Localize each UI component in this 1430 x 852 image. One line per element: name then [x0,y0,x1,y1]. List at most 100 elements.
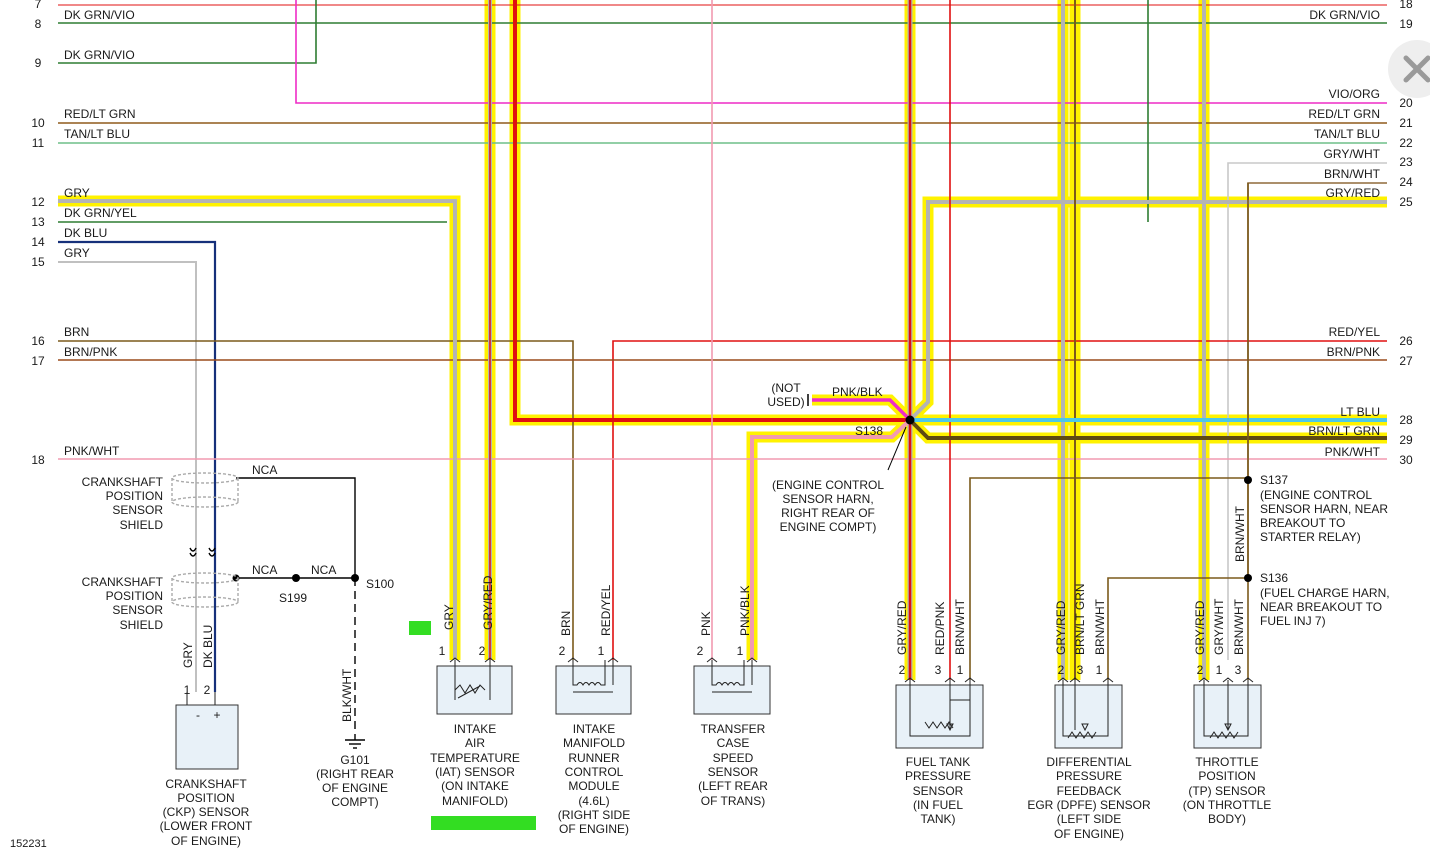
svg-text:12: 12 [31,195,45,209]
svg-text:PNK/BLK: PNK/BLK [832,385,883,399]
svg-text:(ENGINE CONTROL: (ENGINE CONTROL [772,478,884,492]
svg-text:SENSOR HARN,: SENSOR HARN, [782,492,873,506]
svg-text:(ON THROTTLE: (ON THROTTLE [1183,798,1271,812]
svg-text:15: 15 [31,255,45,269]
svg-text:(LEFT REAR: (LEFT REAR [698,779,768,793]
svg-text:1: 1 [1096,663,1103,677]
svg-text:2: 2 [559,644,566,658]
svg-text:2: 2 [1058,663,1065,677]
svg-text:14: 14 [31,235,45,249]
svg-text:11: 11 [32,136,45,150]
svg-text:29: 29 [1399,433,1413,447]
svg-text:(IAT) SENSOR: (IAT) SENSOR [435,765,515,779]
svg-text:(CKP) SENSOR: (CKP) SENSOR [163,805,250,819]
svg-text:RUNNER: RUNNER [568,751,620,765]
svg-text:S137: S137 [1260,473,1288,487]
splice-labels: S138 (ENGINE CONTROL SENSOR HARN, RIGHT … [279,424,1390,628]
right-row-numbers: 18 19 20 21 22 23 24 25 26 27 28 29 30 [1399,0,1413,467]
svg-text:9: 9 [35,56,42,70]
component-names: CRANKSHAFT POSITION (CKP) SENSOR (LOWER … [160,722,1272,848]
svg-text:MODULE: MODULE [568,779,619,793]
horizontal-wires [58,0,1387,692]
svg-text:-: - [196,708,200,722]
svg-text:DIFFERENTIAL: DIFFERENTIAL [1046,755,1132,769]
svg-text:SENSOR: SENSOR [913,784,964,798]
svg-text:S138: S138 [855,424,883,438]
svg-text:SHIELD: SHIELD [120,618,164,632]
svg-text:25: 25 [1399,195,1413,209]
svg-text:POSITION: POSITION [1198,769,1255,783]
svg-text:BRN: BRN [559,611,573,636]
svg-text:BRN/WHT: BRN/WHT [1324,167,1381,181]
svg-text:PNK/BLK: PNK/BLK [738,585,752,636]
svg-text:2: 2 [899,663,906,677]
svg-text:INTAKE: INTAKE [454,722,496,736]
svg-text:OF ENGINE: OF ENGINE [322,781,388,795]
svg-text:USED): USED) [767,395,804,409]
iat-label: INTAKE AIR TEMPERATURE (IAT) SENSOR (ON … [430,722,520,808]
svg-text:SENSOR: SENSOR [112,603,163,617]
svg-text:MANIFOLD: MANIFOLD [563,736,625,750]
ftp-label: FUEL TANK PRESSURE SENSOR (IN FUEL TANK) [905,755,971,826]
svg-text:1: 1 [737,644,744,658]
svg-text:(TP) SENSOR: (TP) SENSOR [1188,784,1266,798]
svg-text:PNK/WHT: PNK/WHT [1325,445,1381,459]
svg-text:GRY/RED: GRY/RED [1193,600,1207,655]
svg-text:EGR (DPFE) SENSOR: EGR (DPFE) SENSOR [1027,798,1151,812]
svg-text:FEEDBACK: FEEDBACK [1057,784,1122,798]
svg-text:BRN/LT GRN: BRN/LT GRN [1308,424,1380,438]
svg-text:(FUEL CHARGE HARN,: (FUEL CHARGE HARN, [1260,586,1390,600]
svg-text:SPEED: SPEED [713,751,754,765]
svg-text:S136: S136 [1260,571,1288,585]
svg-text:3: 3 [1077,663,1084,677]
svg-text:152231: 152231 [10,838,47,850]
svg-text:DK GRN/VIO: DK GRN/VIO [1309,8,1380,22]
svg-text:PRESSURE: PRESSURE [1056,769,1122,783]
svg-text:RED/LT GRN: RED/LT GRN [64,107,136,121]
right-wire-labels: DK GRN/VIO VIO/ORG RED/LT GRN TAN/LT BLU… [1308,8,1380,459]
svg-text:SENSOR: SENSOR [708,765,759,779]
dpfe-sensor-box [1054,684,1123,749]
close-icon [1403,55,1430,83]
svg-text:GRY/RED: GRY/RED [1326,186,1381,200]
svg-text:3: 3 [935,663,942,677]
svg-text:2: 2 [204,683,211,697]
component-wire-labels: GRY DK BLU GRY GRY/RED BRN RED/YEL PNK P… [181,575,1246,668]
svg-text:BRN/LT GRN: BRN/LT GRN [1073,583,1087,655]
svg-text:TEMPERATURE: TEMPERATURE [430,751,520,765]
svg-text:SENSOR: SENSOR [112,503,163,517]
svg-text:1: 1 [957,663,964,677]
svg-text:STARTER RELAY): STARTER RELAY) [1260,530,1361,544]
svg-text:NCA: NCA [311,563,336,577]
svg-text:S199: S199 [279,591,307,605]
svg-text:POSITION: POSITION [106,489,163,503]
svg-text:OF ENGINE): OF ENGINE) [171,834,241,848]
svg-text:THROTTLE: THROTTLE [1195,755,1258,769]
svg-text:18: 18 [31,453,45,467]
tp-label: THROTTLE POSITION (TP) SENSOR (ON THROTT… [1183,755,1271,826]
splice-s137-dot [1244,476,1252,484]
svg-text:30: 30 [1399,453,1413,467]
svg-text:TAN/LT BLU: TAN/LT BLU [64,127,130,141]
splice-s138-dot [905,415,915,425]
svg-text:13: 13 [31,215,45,229]
core-wires [58,0,1387,680]
svg-text:7: 7 [35,0,42,11]
svg-text:16: 16 [31,334,45,348]
svg-text:1: 1 [439,644,446,658]
svg-text:(RIGHT REAR: (RIGHT REAR [316,767,394,781]
shield-network [171,472,356,740]
svg-text:S100: S100 [366,577,394,591]
svg-text:LT BLU: LT BLU [1340,405,1380,419]
svg-text:CRANKSHAFT: CRANKSHAFT [82,575,164,589]
svg-text:TANK): TANK) [920,812,955,826]
svg-text:PRESSURE: PRESSURE [905,769,971,783]
svg-text:COMPT): COMPT) [331,795,378,809]
svg-text:BRN/WHT: BRN/WHT [953,598,967,655]
svg-text:2: 2 [1197,663,1204,677]
close-button[interactable] [1388,40,1430,98]
svg-text:RIGHT REAR OF: RIGHT REAR OF [781,506,875,520]
svg-text:(ENGINE CONTROL: (ENGINE CONTROL [1260,488,1372,502]
misc-labels: (NOT USED) PNK/BLK NCA NCA NCA CRANKSHAF… [10,381,1247,850]
